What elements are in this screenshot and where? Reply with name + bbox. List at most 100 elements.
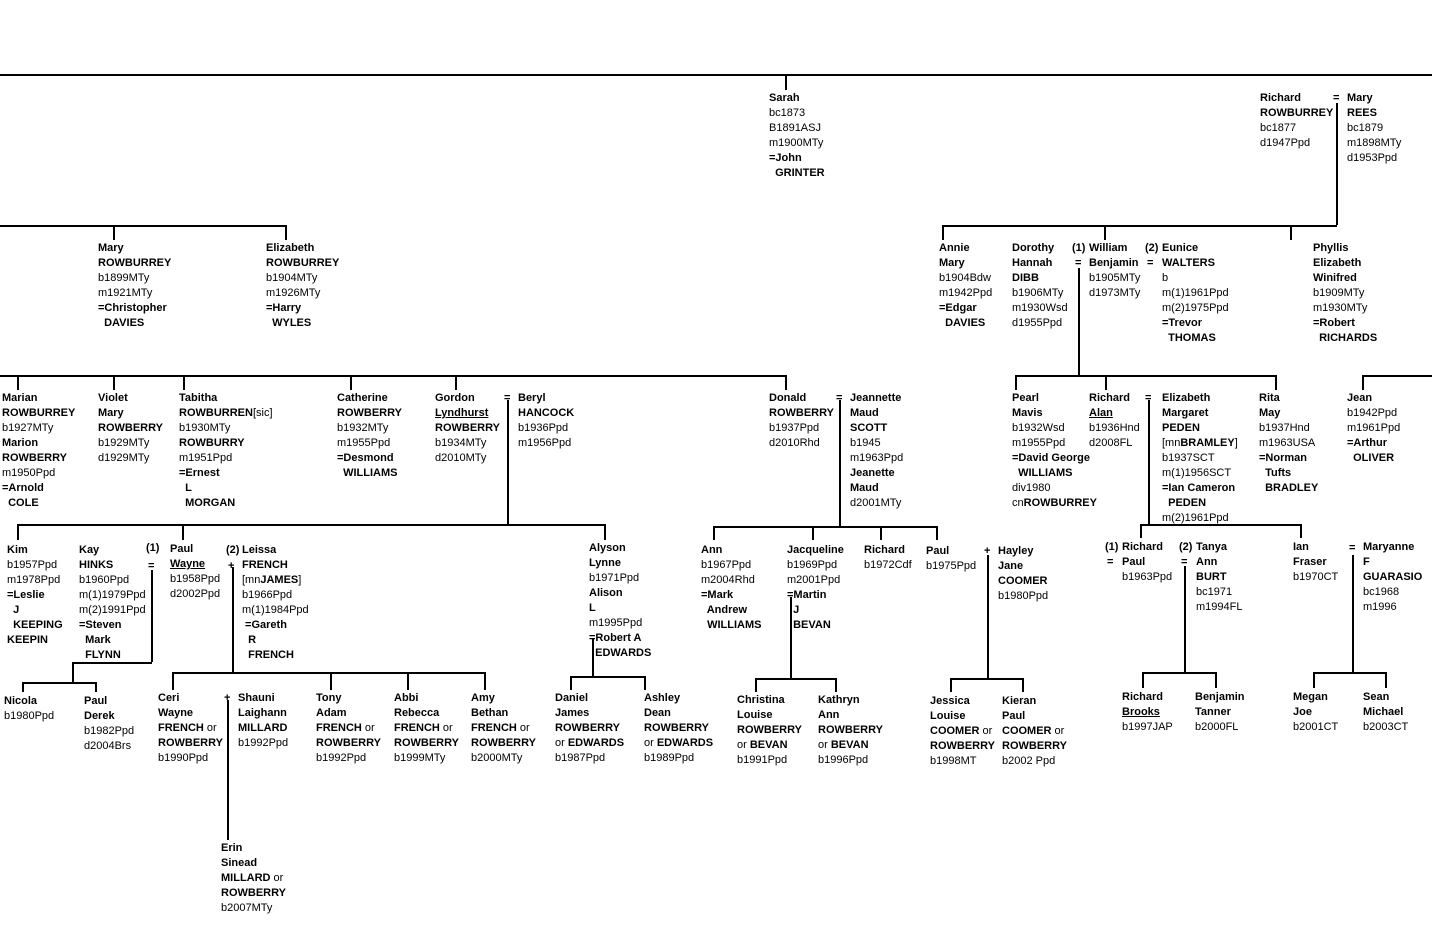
text-segment: Alyson — [589, 542, 626, 554]
text-segment: b1960Ppd — [79, 574, 130, 586]
person-detail-line: BEVAN — [787, 618, 844, 633]
text-segment: PEDEN — [1162, 497, 1207, 509]
person-detail-line: d2004Brs — [84, 739, 134, 754]
text-segment: =Robert — [1313, 317, 1355, 329]
connector-line-horizontal — [0, 225, 286, 227]
text-segment: Derek — [84, 710, 115, 722]
text-segment: Ann — [818, 709, 840, 721]
person-detail-line: ROWBERRY — [158, 736, 223, 751]
text-segment: b1967Ppd — [701, 559, 752, 571]
text-segment: d1953Ppd — [1347, 152, 1398, 164]
text-segment: or — [644, 737, 657, 749]
text-segment: GUARASIO — [1363, 571, 1423, 583]
text-segment: B1891ASJ — [769, 122, 821, 134]
text-segment: b1971Ppd — [589, 572, 640, 584]
person-detail-line: Winifred — [1313, 271, 1377, 286]
person-detail-line: bc1879 — [1347, 121, 1401, 136]
text-segment: DAVIES — [98, 317, 145, 329]
text-segment: ROWBERRY — [2, 452, 67, 464]
person-detail-line: b1996Ppd — [818, 753, 883, 768]
person-detail-line: Maud — [850, 406, 903, 421]
text-segment: b1937Ppd — [769, 422, 820, 434]
marriage-marker: = — [1349, 542, 1356, 554]
text-segment: Fraser — [1293, 556, 1327, 568]
text-segment: ROWBERRY — [221, 887, 286, 899]
connector-line-vertical — [227, 700, 229, 840]
connector-line-vertical — [484, 672, 486, 690]
connector-line-vertical — [1352, 555, 1354, 672]
text-segment: =Ernest — [179, 467, 220, 479]
text-segment: Sarah — [769, 92, 800, 104]
text-segment: Laighann — [238, 707, 287, 719]
connector-line-horizontal — [570, 676, 645, 678]
person-detail-line: b1963Ppd — [1122, 570, 1172, 585]
text-segment: Abbi — [394, 692, 419, 704]
person-detail-line: THOMAS — [1162, 331, 1229, 346]
person-detail-line: ROWBURREY — [98, 256, 171, 271]
text-segment: =Steven — [79, 619, 122, 631]
text-segment: b2001CT — [1293, 721, 1339, 733]
person-detail-line: m1961Ppd — [1347, 421, 1400, 436]
person-detail-line: WILLIAMS — [1012, 466, 1097, 481]
person-detail-line: Brooks — [1122, 705, 1173, 720]
text-segment: b1936Hnd — [1089, 422, 1140, 434]
person-detail-line: SCOTT — [850, 421, 903, 436]
person-detail-line: WYLES — [266, 316, 339, 331]
person-first-name: Jean — [1347, 391, 1400, 406]
text-segment: HINKS — [79, 559, 114, 571]
text-segment: Alison — [589, 587, 623, 599]
text-segment: SCOTT — [850, 422, 888, 434]
person-detail-line: ROWBERRY — [471, 736, 536, 751]
person-detail-line: b1906MTy — [1012, 286, 1068, 301]
text-segment: [mn — [242, 574, 261, 586]
person-detail-line: Mary — [939, 256, 992, 271]
text-segment: COOMER — [1002, 725, 1052, 737]
person-detail-line: b1982Ppd — [84, 724, 134, 739]
person-detail-line: Mark — [79, 633, 146, 648]
text-segment: WILLIAMS — [337, 467, 398, 479]
text-segment: b1932MTy — [337, 422, 389, 434]
person-detail-line: b2007MTy — [221, 901, 286, 916]
text-segment: b1999MTy — [394, 752, 446, 764]
text-segment: Tufts — [1259, 467, 1292, 479]
person-first-name: Shauni — [238, 691, 288, 706]
text-segment: Ann — [1196, 556, 1218, 568]
text-segment: Eunice — [1162, 242, 1199, 254]
connector-line-vertical — [507, 400, 509, 524]
text-segment: m(2)1975Ppd — [1162, 302, 1229, 314]
person-detail-line: bc1971 — [1196, 585, 1242, 600]
person-detail-line: Louise — [930, 709, 995, 724]
text-segment: b1980Ppd — [998, 590, 1049, 602]
text-segment: d1947Ppd — [1260, 137, 1311, 149]
text-segment: b1945 — [850, 437, 881, 449]
person-detail-line: WILLIAMS — [701, 618, 761, 633]
person-detail-line: or BEVAN — [818, 738, 883, 753]
text-segment: b — [1162, 272, 1169, 284]
text-segment: m1961Ppd — [1347, 422, 1401, 434]
person-detail-line: =Robert A — [589, 631, 651, 646]
person-detail-line: =Arnold — [2, 481, 75, 496]
text-segment: WYLES — [266, 317, 312, 329]
text-segment: Joe — [1293, 706, 1312, 718]
person-first-name: Daniel — [555, 691, 624, 706]
text-segment: =Christopher — [98, 302, 167, 314]
text-segment: m1978Ppd — [7, 574, 61, 586]
connector-line-horizontal — [713, 526, 937, 528]
person-detail-line: ROWBURREY — [266, 256, 339, 271]
text-segment: bc1873 — [769, 107, 806, 119]
text-segment: Rebecca — [394, 707, 440, 719]
person-detail-line: Mary — [98, 406, 163, 421]
text-segment: ROWBERRY — [337, 407, 402, 419]
text-segment: =Robert A — [589, 632, 642, 644]
person-first-name: Tony — [316, 691, 381, 706]
person-detail-line: J — [787, 603, 844, 618]
text-segment: Lynne — [589, 557, 621, 569]
connector-line-horizontal — [1142, 672, 1216, 674]
marriage-order-label: (2) — [226, 544, 240, 556]
